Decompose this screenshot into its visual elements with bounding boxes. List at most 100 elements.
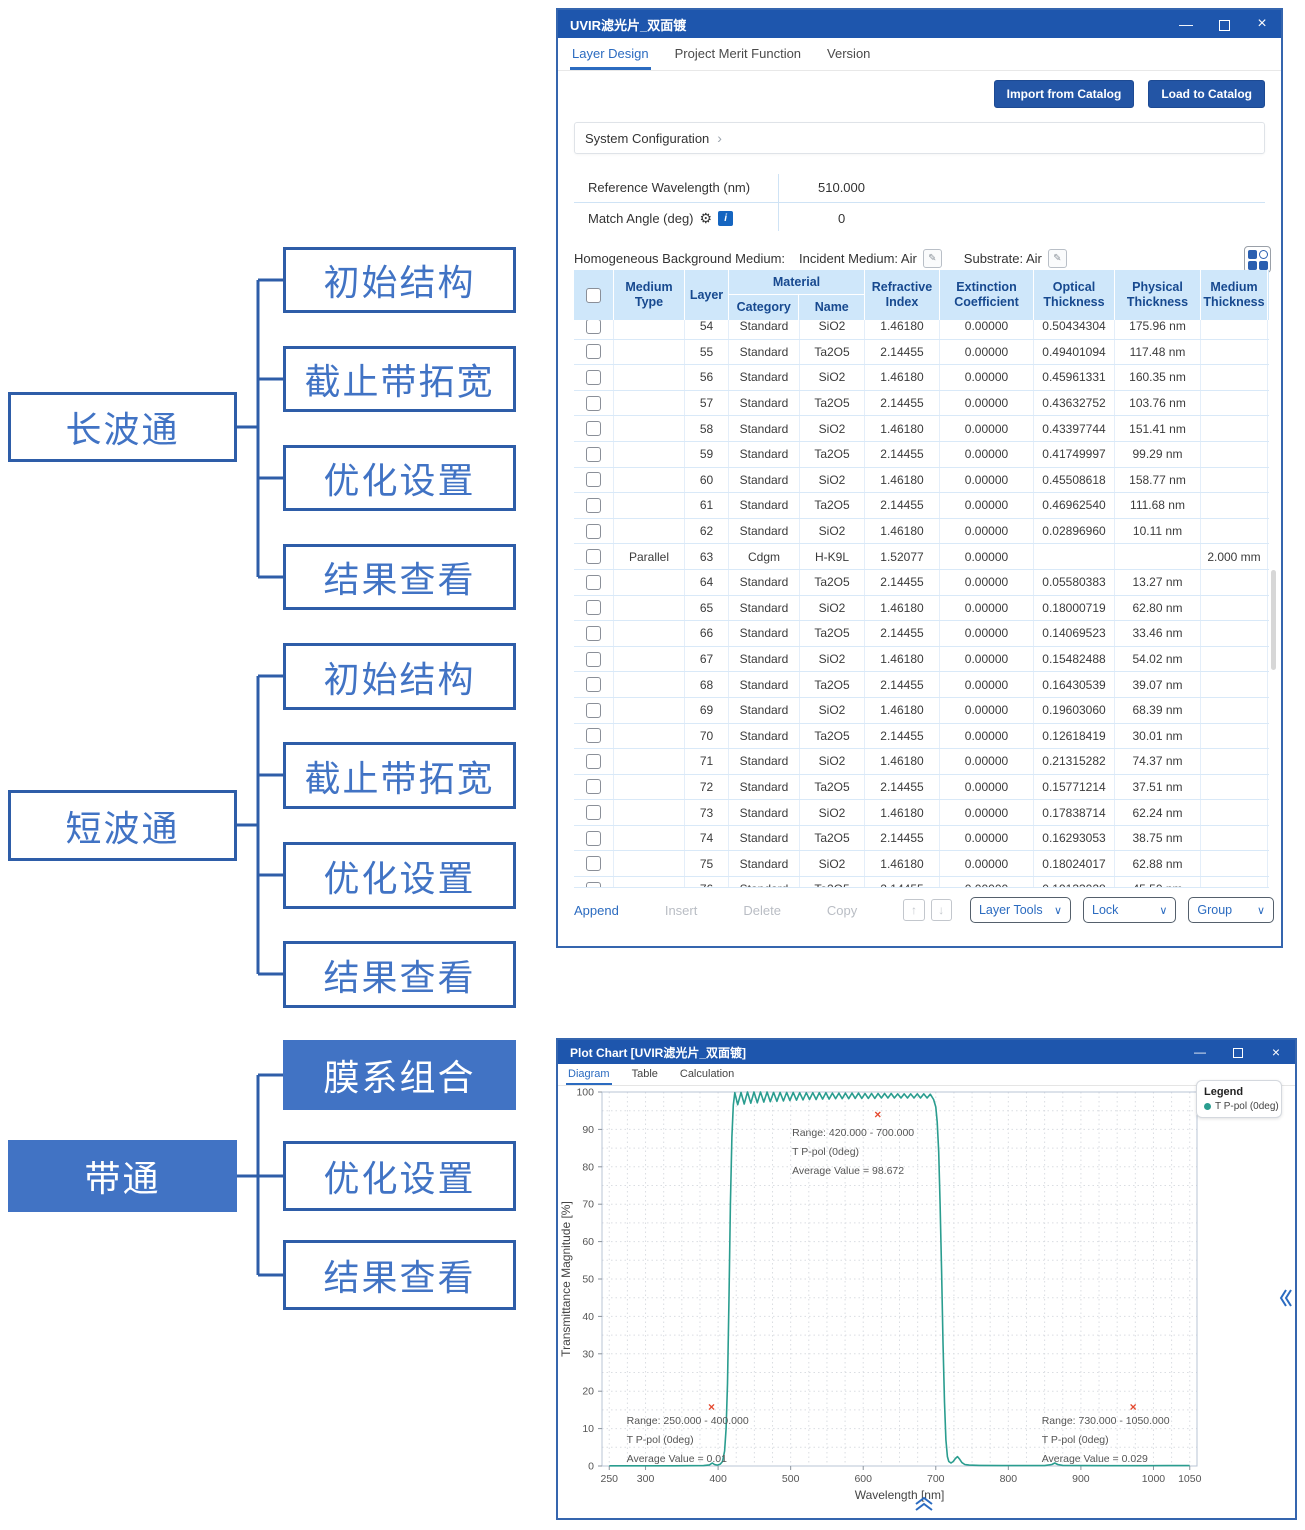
import-from-catalog-button[interactable]: Import from Catalog [993, 80, 1135, 108]
match-angle-value[interactable]: 0 [838, 210, 846, 226]
cell-physical-thickness: 158.77 nm [1115, 467, 1201, 493]
cell-refractive-index: 2.14455 [865, 723, 940, 749]
flow-node-optimization-settings-1[interactable]: 优化设置 [283, 445, 516, 511]
maximize-icon[interactable] [1219, 1040, 1257, 1064]
column-settings-icon[interactable] [1244, 246, 1271, 273]
tab-calculation[interactable]: Calculation [679, 1068, 735, 1080]
plot-chart-window: Plot Chart [UVIR滤光片_双面镀] — × Diagram Tab… [556, 1038, 1297, 1520]
row-checkbox[interactable] [574, 416, 614, 441]
row-checkbox[interactable] [574, 621, 614, 646]
cell-medium-type [614, 672, 685, 697]
flow-node-longpass[interactable]: 长波通 [8, 392, 237, 462]
cell-medium-type: Parallel [614, 544, 685, 569]
cell-refractive-index: 1.46180 [865, 800, 940, 825]
flow-node-view-results-2[interactable]: 结果查看 [283, 941, 516, 1008]
move-down-icon[interactable]: ↓ [930, 899, 952, 921]
cell-medium-type [614, 851, 685, 877]
select-all-checkbox[interactable] [574, 270, 614, 320]
flow-node-label: 结果查看 [323, 1257, 476, 1298]
cell-extinction-coefficient: 0.00000 [940, 774, 1034, 800]
tab-layer-design[interactable]: Layer Design [570, 38, 651, 70]
layer-tools-dropdown[interactable]: Layer Tools∨ [969, 897, 1072, 923]
chevron-down-icon: ∨ [1053, 904, 1063, 917]
row-checkbox[interactable] [574, 646, 614, 672]
flow-node-view-results-3[interactable]: 结果查看 [283, 1240, 516, 1310]
row-checkbox[interactable] [574, 851, 614, 877]
delete-button[interactable]: Delete [743, 902, 781, 918]
row-checkbox[interactable] [574, 877, 614, 887]
minimize-icon[interactable]: — [1194, 1045, 1206, 1059]
row-checkbox[interactable] [574, 774, 614, 800]
flow-node-initial-structure-2[interactable]: 初始结构 [283, 643, 516, 710]
tab-version[interactable]: Version [827, 46, 871, 61]
flow-node-coating-combination[interactable]: 膜系组合 [283, 1040, 516, 1110]
flow-node-label: 截止带拓宽 [304, 361, 495, 402]
edit-substrate-icon[interactable]: ✎ [1047, 249, 1067, 268]
flow-node-optimization-settings-3[interactable]: 优化设置 [283, 1141, 516, 1211]
row-checkbox[interactable] [574, 800, 614, 825]
row-checkbox[interactable] [574, 825, 614, 851]
row-checkbox[interactable] [574, 749, 614, 774]
row-checkbox[interactable] [574, 723, 614, 749]
tab-diagram[interactable]: Diagram [566, 1064, 612, 1085]
row-checkbox[interactable] [574, 390, 614, 416]
row-checkbox[interactable] [574, 544, 614, 569]
flow-node-label: 优化设置 [323, 857, 476, 899]
table-scrollbar[interactable] [1271, 570, 1276, 670]
cell-layer: 72 [685, 774, 729, 800]
maximize-icon[interactable] [1205, 10, 1243, 38]
cell-category: Standard [729, 800, 800, 825]
row-checkbox[interactable] [574, 441, 614, 467]
flow-node-view-results-1[interactable]: 结果查看 [283, 544, 516, 610]
flow-node-optimization-settings-2[interactable]: 优化设置 [283, 842, 516, 909]
cell-medium-thickness: 2.000 mm [1201, 544, 1268, 569]
tab-table[interactable]: Table [631, 1068, 658, 1080]
cell-extinction-coefficient: 0.00000 [940, 723, 1034, 749]
flow-node-bandpass[interactable]: 带通 [8, 1140, 237, 1212]
cell-category: Standard [729, 697, 800, 723]
lock-dropdown[interactable]: Lock∨ [1083, 897, 1177, 923]
close-icon[interactable]: × [1257, 15, 1267, 32]
copy-button[interactable]: Copy [826, 902, 858, 918]
window-titlebar[interactable]: Plot Chart [UVIR滤光片_双面镀] — × [558, 1040, 1295, 1064]
window-titlebar[interactable]: UVIR滤光片_双面镀 — × [558, 10, 1281, 38]
load-to-catalog-button[interactable]: Load to Catalog [1148, 80, 1265, 108]
insert-button[interactable]: Insert [664, 902, 698, 918]
flow-node-initial-structure-1[interactable]: 初始结构 [283, 247, 516, 313]
minimize-icon[interactable]: — [1179, 16, 1193, 32]
edit-incident-medium-icon[interactable]: ✎ [922, 249, 942, 268]
row-checkbox[interactable] [574, 672, 614, 697]
row-checkbox[interactable] [574, 518, 614, 544]
row-checkbox[interactable] [574, 595, 614, 621]
row-checkbox[interactable] [574, 365, 614, 390]
cell-physical-thickness: 33.46 nm [1115, 621, 1201, 646]
flow-node-shortpass[interactable]: 短波通 [8, 790, 237, 861]
cell-name: Ta2O5 [800, 493, 865, 518]
cell-optical-thickness: 0.45508618 [1034, 467, 1115, 493]
tab-project-merit-function[interactable]: Project Merit Function [674, 46, 802, 61]
row-checkbox[interactable] [574, 467, 614, 493]
flow-node-stopband-widening-1[interactable]: 截止带拓宽 [283, 346, 516, 412]
collapse-panel-left-icon[interactable] [1279, 1287, 1293, 1309]
move-up-icon[interactable]: ↑ [903, 899, 925, 921]
cell-refractive-index: 2.14455 [865, 441, 940, 467]
table-toolbar: Append Insert Delete Copy ↑ ↓ Layer Tool… [574, 897, 1275, 923]
flow-node-label: 优化设置 [323, 460, 476, 501]
row-checkbox[interactable] [574, 569, 614, 595]
cell-optical-thickness: 0.19603060 [1034, 697, 1115, 723]
info-icon[interactable]: i [718, 210, 734, 226]
row-checkbox[interactable] [574, 493, 614, 518]
collapse-panel-up-icon[interactable] [913, 1496, 935, 1512]
group-dropdown[interactable]: Group∨ [1188, 897, 1275, 923]
reference-wavelength-value[interactable]: 510.000 [818, 179, 865, 195]
row-checkbox[interactable] [574, 320, 614, 339]
row-checkbox[interactable] [574, 697, 614, 723]
system-configuration-bar[interactable]: System Configuration › [574, 122, 1265, 154]
append-button[interactable]: Append [574, 902, 619, 918]
row-checkbox[interactable] [574, 339, 614, 365]
gear-icon[interactable]: ⚙ [699, 209, 713, 226]
flow-node-stopband-widening-2[interactable]: 截止带拓宽 [283, 742, 516, 809]
close-icon[interactable]: × [1271, 1044, 1281, 1060]
